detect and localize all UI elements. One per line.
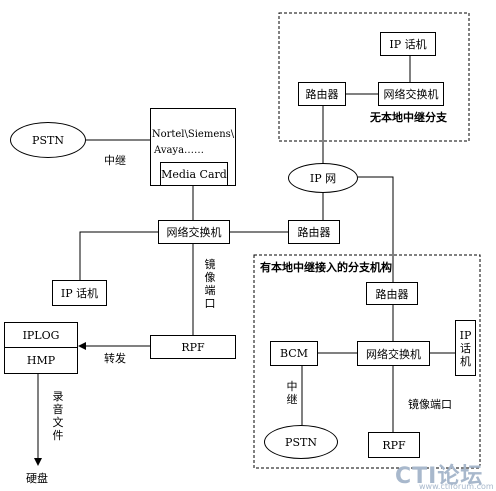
watermark-url: www.ctiforum.com: [419, 482, 494, 491]
branch-a-boundary: [278, 12, 470, 142]
branch-b-rpf-node: RPF: [368, 432, 420, 458]
branch-a-title: 无本地中继分支: [370, 111, 447, 124]
watermark-brand: CTI论坛: [395, 464, 484, 489]
branch-b-boundary: [253, 254, 481, 469]
branch-a-switch-label: 网络交换机: [383, 88, 439, 101]
hard-disk-label: 硬盘: [26, 472, 48, 485]
media-card-label: Media Card: [161, 167, 227, 181]
branch-a-router-node: 路由器: [298, 82, 346, 106]
branch-b-switch-label: 网络交换机: [366, 347, 421, 361]
iplog-label: IPLOG: [22, 328, 60, 342]
rpf-center-node: RPF: [150, 335, 236, 359]
iplog-node: IPLOG: [4, 322, 78, 348]
branch-a-ip-phone-node: IP 话机: [380, 32, 436, 56]
switch-center-label: 网络交换机: [166, 226, 222, 239]
branch-b-pstn-label: PSTN: [285, 435, 317, 449]
ip-phone-left-label: IP 话机: [60, 287, 99, 300]
hmp-label: HMP: [26, 354, 56, 367]
branch-b-switch-node: 网络交换机: [357, 341, 430, 366]
switch-center-node: 网络交换机: [158, 220, 230, 244]
branch-b-title: 有本地中继接入的分支机构: [260, 261, 392, 274]
branch-b-bcm-node: BCM: [270, 341, 318, 366]
trunk-branch-label: 中继: [286, 380, 298, 406]
ip-network-label: IP 网: [309, 172, 337, 185]
pbx-line1: Nortel\Siemens\: [151, 129, 235, 140]
branch-a-router-label: 路由器: [305, 88, 339, 101]
hmp-node: HMP: [4, 347, 78, 374]
trunk-top-label: 中继: [104, 154, 126, 167]
pbx-line2: Avaya……: [154, 145, 205, 156]
branch-b-bcm-label: BCM: [280, 347, 308, 360]
branch-b-router-label: 路由器: [375, 287, 409, 301]
forward-label: 转发: [104, 352, 126, 365]
branch-a-switch-node: 网络交换机: [378, 82, 444, 106]
branch-a-ip-phone-label: IP 话机: [389, 38, 427, 51]
media-card-node: Media Card: [160, 162, 228, 186]
router-center-label: 路由器: [297, 226, 331, 239]
branch-b-router-node: 路由器: [366, 282, 418, 305]
branch-b-pstn-node: PSTN: [264, 425, 338, 459]
branch-b-ip-phone-label: IP 话机: [459, 328, 472, 368]
record-file-label: 录音文件: [52, 390, 64, 442]
mirror-port-center-label: 镜像端口: [204, 258, 216, 310]
ip-network-node: IP 网: [288, 163, 358, 193]
mirror-port-branch-label: 镜像端口: [408, 398, 452, 411]
branch-b-rpf-label: RPF: [382, 438, 406, 452]
ip-phone-left-node: IP 话机: [52, 280, 107, 306]
watermark-logo: CTI论坛 www.ctiforum.com: [395, 458, 494, 491]
branch-b-ip-phone-node: IP 话机: [455, 320, 476, 376]
rpf-center-label: RPF: [181, 340, 205, 354]
router-center-node: 路由器: [288, 220, 340, 244]
pstn-top-node: PSTN: [10, 122, 86, 158]
pstn-top-label: PSTN: [32, 133, 64, 147]
